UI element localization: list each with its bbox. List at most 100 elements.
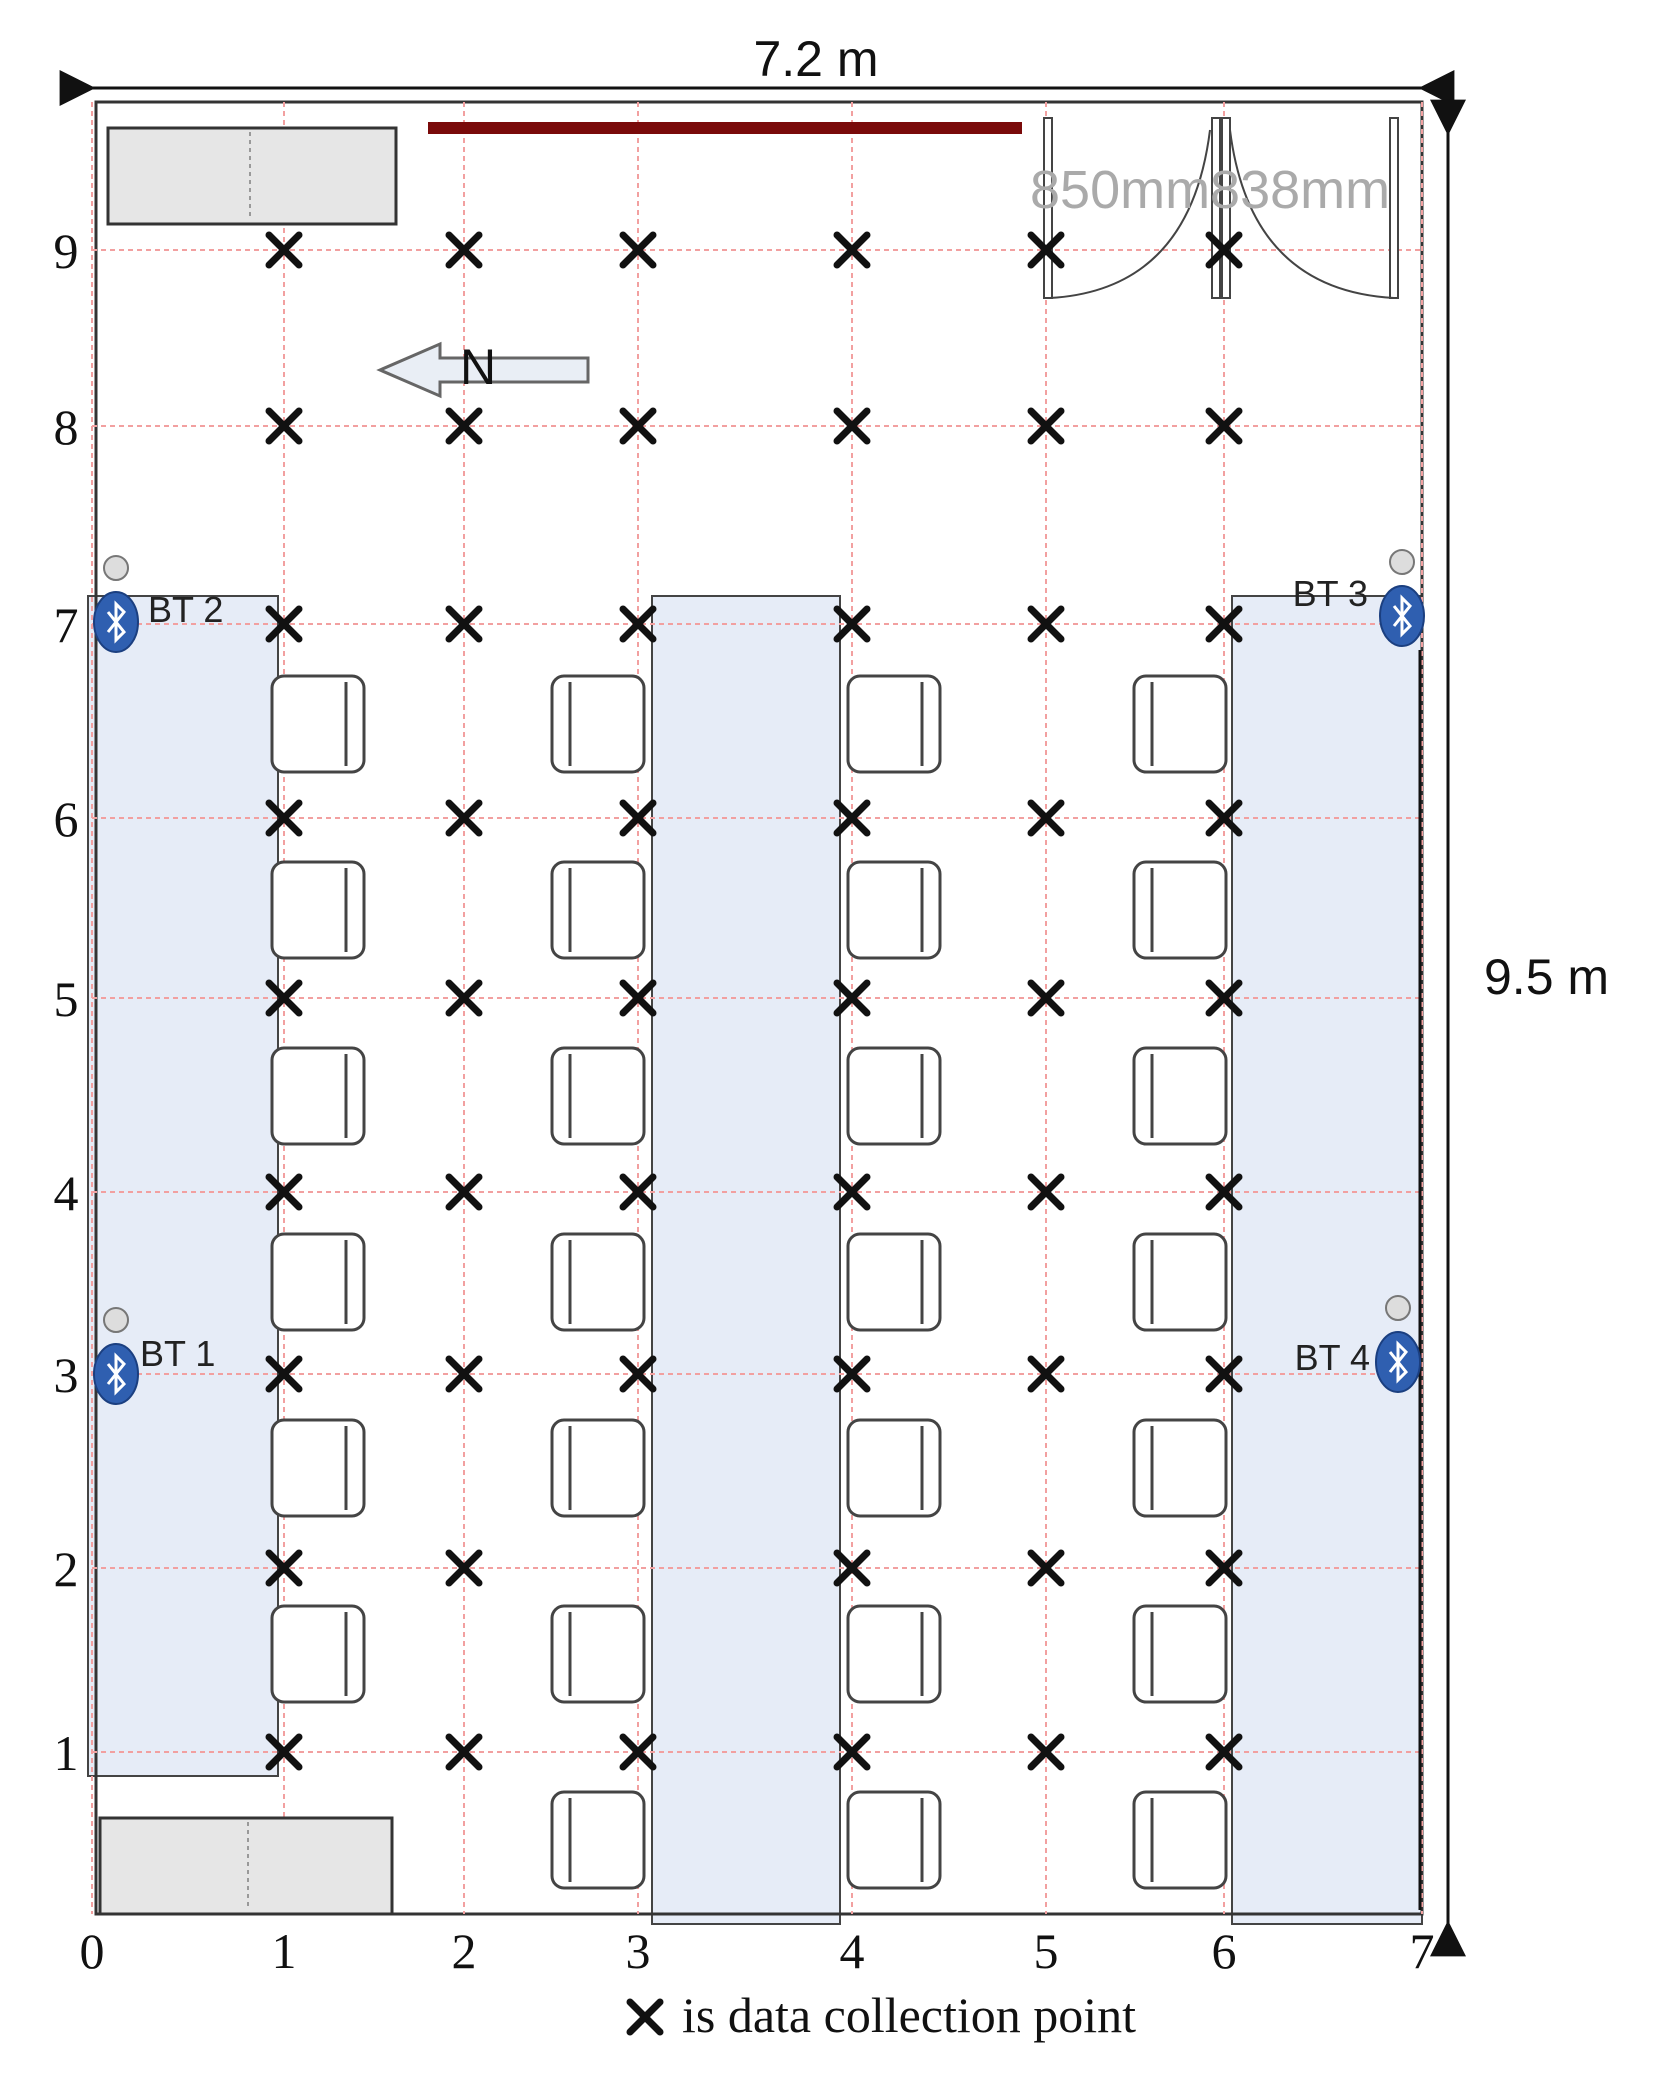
collection-point-marker [265, 1355, 303, 1393]
bluetooth-beacons: BT 1 BT 2 BT 3 BT 4 [93, 549, 1425, 1405]
collection-point-marker [619, 1173, 657, 1211]
collection-point-marker [1027, 1355, 1065, 1393]
x-axis-label: 6 [1212, 1923, 1237, 1979]
door-width-label: 850mm838mm [1030, 160, 1390, 220]
collection-point-marker [619, 1733, 657, 1771]
collection-point-marker [1027, 407, 1065, 445]
beacon-label: BT 4 [1295, 1337, 1370, 1378]
width-dimension-label: 7.2 m [753, 31, 878, 87]
chair [550, 674, 646, 774]
y-axis-label: 2 [54, 1541, 79, 1597]
collection-point-marker [1027, 605, 1065, 643]
legend: is data collection point [626, 1987, 1136, 2043]
collection-point-marker [833, 231, 871, 269]
collection-point-marker [833, 1173, 871, 1211]
antenna-icon [103, 1307, 129, 1333]
collection-point-marker [1027, 231, 1065, 269]
chair [270, 1604, 366, 1704]
collection-point-marker [1205, 605, 1243, 643]
chair [846, 674, 942, 774]
collection-point-marker [833, 1733, 871, 1771]
y-axis-label: 6 [54, 791, 79, 847]
collection-point-marker [1205, 1733, 1243, 1771]
collection-point-marker [445, 407, 483, 445]
y-axis-label: 5 [54, 971, 79, 1027]
collection-point-marker [833, 1355, 871, 1393]
chair [1132, 1232, 1228, 1332]
chair [550, 1418, 646, 1518]
collection-point-marker [833, 799, 871, 837]
collection-point-marker [619, 979, 657, 1017]
y-axis-label: 3 [54, 1347, 79, 1403]
x-axis-label: 2 [452, 1923, 477, 1979]
beacon-label: BT 3 [1293, 573, 1368, 614]
chair [1132, 1418, 1228, 1518]
collection-point-marker [445, 231, 483, 269]
chair [1132, 1790, 1228, 1890]
center-seating-zone [651, 595, 841, 1925]
antenna-icon [103, 555, 129, 581]
double-door [1043, 117, 1399, 299]
chair [846, 1790, 942, 1890]
chair [550, 1790, 646, 1890]
collection-point-marker [1205, 979, 1243, 1017]
whiteboard-bar [428, 122, 1022, 134]
collection-point-marker [1205, 1549, 1243, 1587]
collection-point-marker [265, 799, 303, 837]
height-dimension-label: 9.5 m [1484, 949, 1609, 1005]
chair [846, 1232, 942, 1332]
antenna-icon [1385, 1295, 1411, 1321]
collection-point-marker [833, 407, 871, 445]
x-axis-label: 4 [840, 1923, 865, 1979]
collection-point-marker [833, 605, 871, 643]
chair [846, 860, 942, 960]
collection-point-marker [445, 799, 483, 837]
beacon-bt-3: BT 3 [1293, 549, 1425, 647]
collection-point-marker [445, 1173, 483, 1211]
collection-point-marker [1027, 1549, 1065, 1587]
collection-point-marker [619, 407, 657, 445]
collection-point-marker [265, 407, 303, 445]
chair [270, 1046, 366, 1146]
x-axis-label: 5 [1034, 1923, 1059, 1979]
collection-points [265, 231, 1243, 1771]
collection-point-marker [833, 1549, 871, 1587]
left-seating-zone [87, 595, 279, 1777]
right-seating-zone [1231, 595, 1423, 1925]
collection-point-marker [1205, 407, 1243, 445]
collection-point-marker [445, 1355, 483, 1393]
collection-point-marker [833, 979, 871, 1017]
collection-point-marker [265, 1173, 303, 1211]
collection-point-marker [619, 231, 657, 269]
chair [846, 1418, 942, 1518]
y-axis-label: 9 [54, 223, 79, 279]
chair [1132, 1604, 1228, 1704]
chair [550, 1232, 646, 1332]
y-axis-label: 1 [54, 1725, 79, 1781]
collection-point-marker [619, 605, 657, 643]
beacon-label: BT 1 [140, 1333, 215, 1374]
legend-cross-icon [626, 1998, 664, 2036]
chair [270, 1418, 366, 1518]
chair [846, 1604, 942, 1704]
chair [550, 860, 646, 960]
y-axis-label: 8 [54, 399, 79, 455]
collection-point-marker [619, 1355, 657, 1393]
collection-point-marker [265, 979, 303, 1017]
chair [270, 1232, 366, 1332]
beacon-bt-2: BT 2 [93, 555, 223, 653]
y-axis-label: 4 [54, 1165, 79, 1221]
cabinet-top [106, 126, 398, 226]
chair [1132, 1046, 1228, 1146]
collection-point-marker [1205, 231, 1243, 269]
x-axis-label: 3 [626, 1923, 651, 1979]
beacon-bt-4: BT 4 [1295, 1295, 1421, 1393]
chair [1132, 674, 1228, 774]
chair [846, 1046, 942, 1146]
north-label: N [460, 339, 496, 395]
collection-point-marker [1027, 1173, 1065, 1211]
chairs [270, 674, 1228, 1890]
collection-point-marker [1205, 1355, 1243, 1393]
